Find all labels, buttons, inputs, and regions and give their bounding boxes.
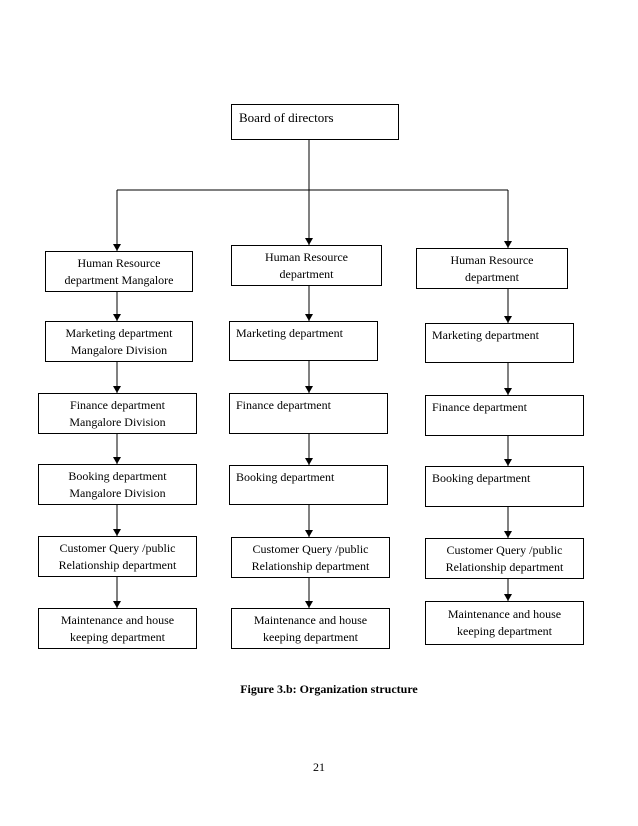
box-label-line: Relationship department bbox=[58, 557, 177, 572]
finance-department-mangalore-box: Finance department Mangalore Division bbox=[38, 393, 197, 434]
finance-department-box-3: Finance department bbox=[425, 395, 584, 436]
page-number: 21 bbox=[313, 760, 325, 774]
box-label-line: Finance department bbox=[70, 397, 165, 412]
box-label-line: Mangalore Division bbox=[69, 485, 166, 500]
box-label-line: Customer Query /public bbox=[59, 540, 176, 555]
box-label-line: Finance department bbox=[236, 398, 331, 412]
box-label-line: Finance department bbox=[432, 400, 527, 414]
hr-department-box-2: Human Resource department bbox=[231, 245, 382, 286]
box-label-line: Maintenance and house bbox=[60, 612, 175, 627]
box-label-line: Human Resource bbox=[265, 249, 348, 264]
booking-department-box-2: Booking department bbox=[229, 465, 388, 505]
box-label-line: Booking department bbox=[432, 471, 531, 485]
box-label-line: Mangalore Division bbox=[69, 414, 166, 429]
box-label-line: Relationship department bbox=[445, 559, 564, 574]
customer-query-department-box-2: Customer Query /public Relationship depa… bbox=[231, 537, 390, 578]
box-label-line: Board of directors bbox=[239, 110, 334, 125]
box-label-line: Marketing department bbox=[432, 328, 539, 342]
board-of-directors-box: Board of directors bbox=[231, 104, 399, 140]
maintenance-department-box-2: Maintenance and house keeping department bbox=[231, 608, 390, 649]
finance-department-box-2: Finance department bbox=[229, 393, 388, 434]
box-label-line: department bbox=[465, 269, 519, 284]
booking-department-mangalore-box: Booking department Mangalore Division bbox=[38, 464, 197, 505]
box-label-line: keeping department bbox=[70, 629, 165, 644]
maintenance-department-box-1: Maintenance and house keeping department bbox=[38, 608, 197, 649]
box-label-line: department Mangalore bbox=[64, 272, 174, 287]
box-label-line: Marketing department bbox=[236, 326, 343, 340]
box-label-line: Maintenance and house bbox=[253, 612, 368, 627]
box-label-line: department bbox=[279, 266, 334, 281]
box-label-line: Marketing department bbox=[65, 325, 173, 340]
box-label-line: Customer Query /public bbox=[446, 542, 563, 557]
box-label-line: Human Resource bbox=[77, 255, 161, 270]
box-label-line: Human Resource bbox=[450, 252, 534, 267]
box-label-line: keeping department bbox=[263, 629, 358, 644]
customer-query-department-box-3: Customer Query /public Relationship depa… bbox=[425, 538, 584, 579]
hr-department-box-3: Human Resource department bbox=[416, 248, 568, 289]
box-label-line: Mangalore Division bbox=[70, 342, 168, 357]
box-label-line: keeping department bbox=[457, 624, 552, 638]
booking-department-box-3: Booking department bbox=[425, 466, 584, 507]
box-label-line: Booking department bbox=[68, 468, 167, 483]
box-label-line: Relationship department bbox=[251, 558, 370, 573]
figure-caption: Figure 3.b: Organization structure bbox=[240, 682, 418, 696]
customer-query-department-box-1: Customer Query /public Relationship depa… bbox=[38, 536, 197, 577]
hr-department-mangalore-box: Human Resource department Mangalore bbox=[45, 251, 193, 292]
marketing-department-mangalore-box: Marketing department Mangalore Division bbox=[45, 321, 193, 362]
maintenance-department-box-3: Maintenance and house keeping department bbox=[425, 601, 584, 645]
box-label-line: Customer Query /public bbox=[252, 541, 369, 556]
marketing-department-box-3: Marketing department bbox=[425, 323, 574, 363]
marketing-department-box-2: Marketing department bbox=[229, 321, 378, 361]
box-label-line: Booking department bbox=[236, 470, 335, 484]
box-label-line: Maintenance and house bbox=[447, 607, 562, 621]
